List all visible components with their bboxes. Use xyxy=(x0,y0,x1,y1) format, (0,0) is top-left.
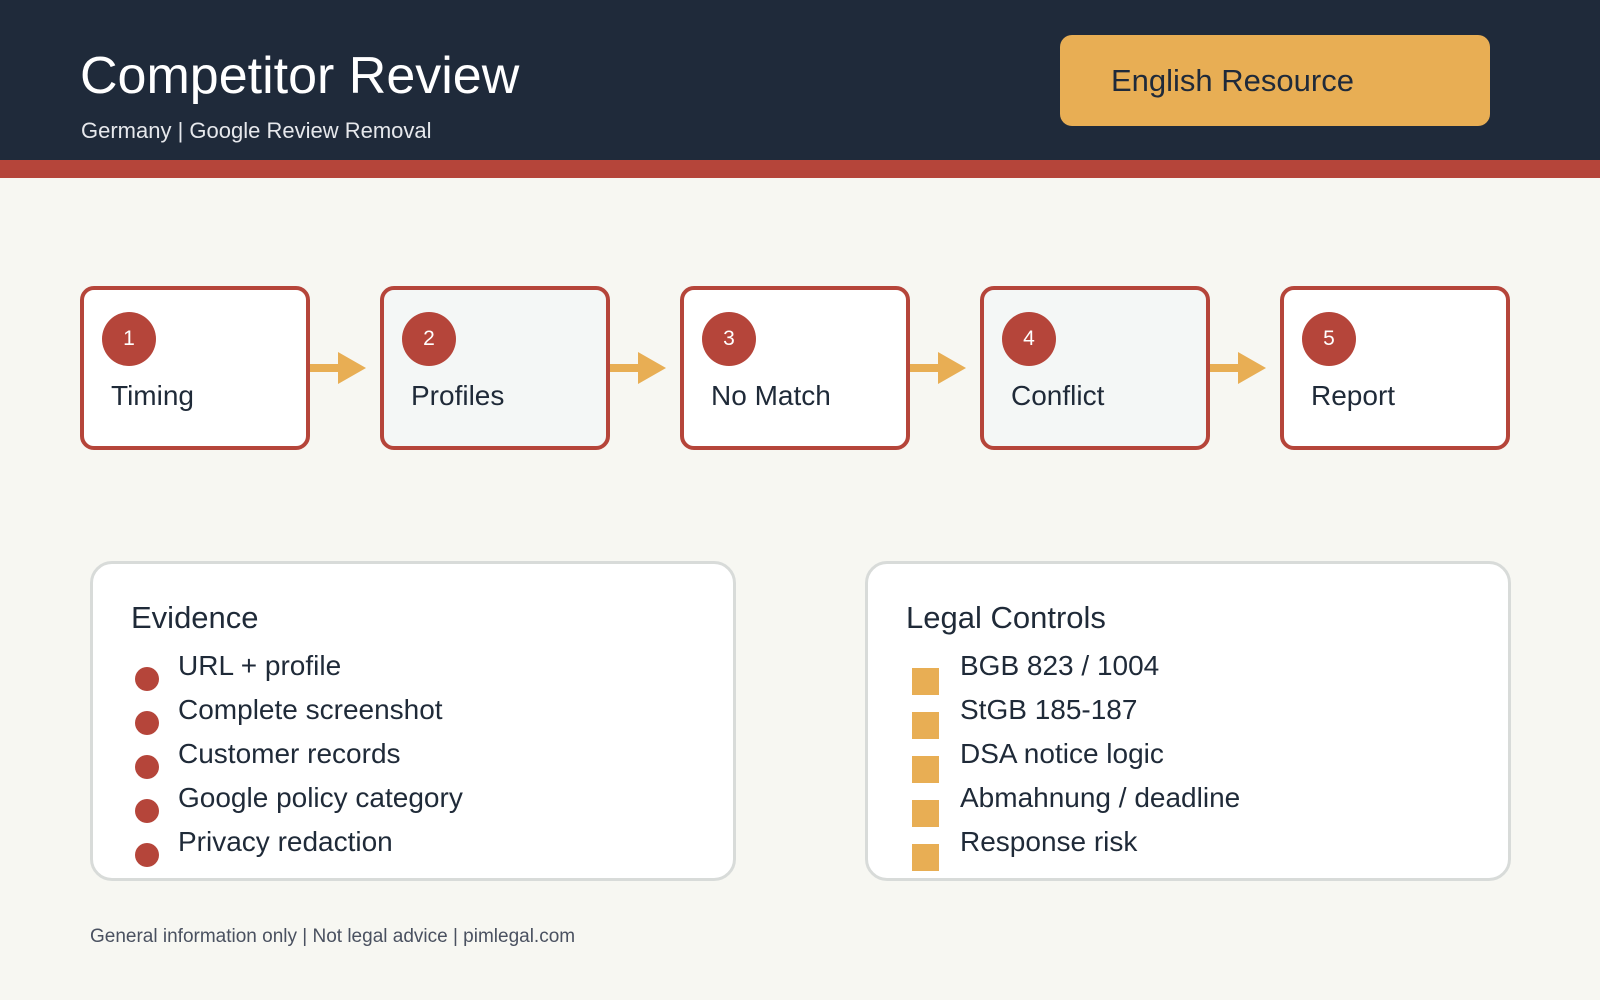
bullet-square-icon xyxy=(912,668,939,695)
list-item-text: Customer records xyxy=(178,738,401,769)
arrow-right-icon xyxy=(1210,352,1266,384)
list-item: BGB 823 / 1004 xyxy=(868,650,1508,695)
list-item: Privacy redaction xyxy=(93,826,733,870)
bullet-dot-icon xyxy=(135,799,159,823)
step-number-badge: 5 xyxy=(1302,312,1356,366)
bullet-square-icon xyxy=(912,712,939,739)
step-profiles: 2 Profiles xyxy=(380,286,610,450)
header-accent-stripe xyxy=(0,160,1600,178)
list-item: Abmahnung / deadline xyxy=(868,782,1508,827)
step-no-match: 3 No Match xyxy=(680,286,910,450)
evidence-title: Evidence xyxy=(131,600,259,635)
step-report: 5 Report xyxy=(1280,286,1510,450)
step-number-badge: 4 xyxy=(1002,312,1056,366)
list-item-text: Privacy redaction xyxy=(178,826,393,857)
step-label: Report xyxy=(1311,380,1396,411)
page-subtitle: Germany | Google Review Removal xyxy=(81,118,432,143)
list-item: Customer records xyxy=(93,738,733,782)
step-number-badge: 3 xyxy=(702,312,756,366)
step-conflict: 4 Conflict xyxy=(980,286,1210,450)
list-item-text: DSA notice logic xyxy=(960,738,1164,769)
english-resource-badge: English Resource xyxy=(1060,35,1490,126)
step-number-badge: 1 xyxy=(102,312,156,366)
legal-controls-title: Legal Controls xyxy=(906,600,1106,635)
page-title: Competitor Review xyxy=(80,47,520,105)
bullet-dot-icon xyxy=(135,843,159,867)
arrow-right-icon xyxy=(610,352,666,384)
list-item-text: BGB 823 / 1004 xyxy=(960,650,1160,681)
step-number-badge: 2 xyxy=(402,312,456,366)
step-label: Profiles xyxy=(411,380,505,411)
list-item-text: Google policy category xyxy=(178,782,463,813)
arrow-right-icon xyxy=(310,352,366,384)
footer-disclaimer: General information only | Not legal adv… xyxy=(90,926,576,947)
list-item-text: Complete screenshot xyxy=(178,694,443,725)
list-item-text: URL + profile xyxy=(178,650,342,681)
bullet-square-icon xyxy=(912,756,939,783)
list-item: DSA notice logic xyxy=(868,738,1508,783)
bullet-square-icon xyxy=(912,800,939,827)
arrow-right-icon xyxy=(910,352,966,384)
list-item-text: StGB 185-187 xyxy=(960,694,1138,725)
list-item: Response risk xyxy=(868,826,1508,871)
step-label: No Match xyxy=(711,380,831,411)
list-item-text: Response risk xyxy=(960,826,1138,857)
bullet-dot-icon xyxy=(135,755,159,779)
evidence-panel: Evidence URL + profile Complete screensh… xyxy=(90,561,736,881)
list-item-text: Abmahnung / deadline xyxy=(960,782,1241,813)
list-item: URL + profile xyxy=(93,650,733,694)
list-item: StGB 185-187 xyxy=(868,694,1508,739)
step-label: Timing xyxy=(111,380,194,411)
step-label: Conflict xyxy=(1011,380,1105,411)
list-item: Google policy category xyxy=(93,782,733,826)
bullet-dot-icon xyxy=(135,711,159,735)
list-item: Complete screenshot xyxy=(93,694,733,738)
bullet-square-icon xyxy=(912,844,939,871)
bullet-dot-icon xyxy=(135,667,159,691)
step-timing: 1 Timing xyxy=(80,286,310,450)
legal-controls-panel: Legal Controls BGB 823 / 1004 StGB 185-1… xyxy=(865,561,1511,881)
